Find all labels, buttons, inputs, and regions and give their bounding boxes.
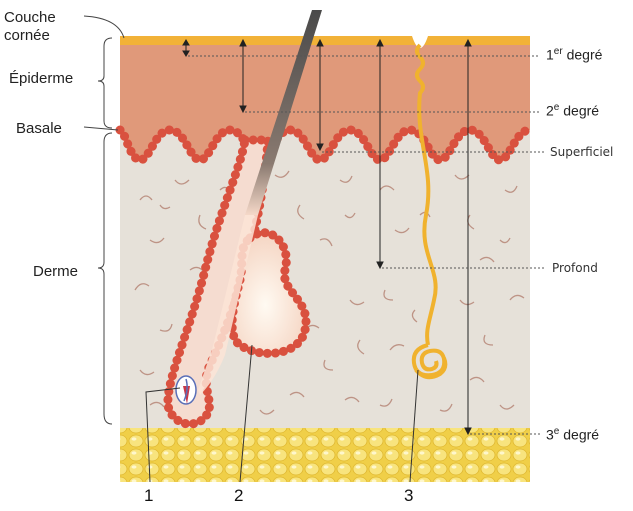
label-basale: Basale (16, 120, 62, 138)
label-structure-2: 2 (234, 486, 243, 506)
label-profond: Profond (552, 261, 598, 275)
label-first-degree: 1er degré (546, 46, 602, 63)
third-degree-word: degré (559, 427, 599, 443)
second-degree-word: degré (559, 103, 599, 119)
label-structure-1: 1 (144, 486, 153, 506)
dermal-papilla (176, 376, 196, 404)
couche-line-1: Couche (4, 9, 56, 27)
label-couche-cornee: Couche cornée (4, 9, 56, 45)
label-third-degree: 3e degré (546, 426, 599, 443)
label-derme: Derme (33, 263, 78, 281)
first-degree-number: 1 (546, 47, 554, 63)
label-superficiel: Superficiel (550, 145, 613, 159)
label-second-degree: 2e degré (546, 102, 599, 119)
third-degree-number: 3 (546, 427, 554, 443)
first-degree-word: degré (563, 47, 603, 63)
label-structure-3: 3 (404, 486, 413, 506)
layer-brackets (84, 16, 124, 424)
hypodermis-fat (120, 428, 530, 482)
couche-line-2: cornée (4, 27, 56, 45)
first-degree-sup: er (554, 46, 563, 57)
second-degree-number: 2 (546, 103, 554, 119)
label-epiderme: Épiderme (9, 70, 73, 88)
